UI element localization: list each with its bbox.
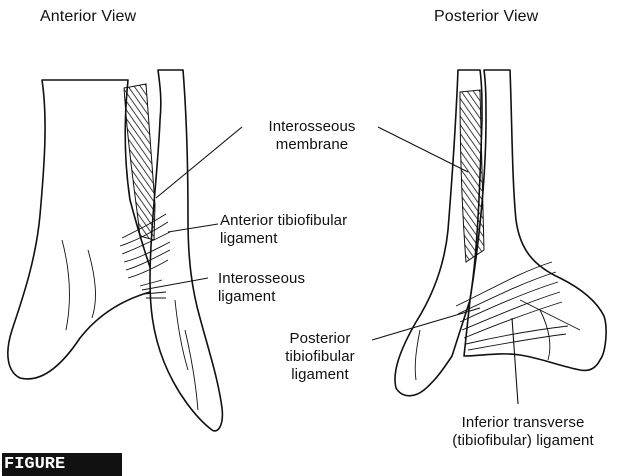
label-anterior-tibiofibular-ligament-line-1: Anterior tibiofibular <box>220 212 347 230</box>
label-anterior-tibiofibular-ligament: Anterior tibiofibular ligament <box>220 212 347 248</box>
label-anterior-tibiofibular-ligament-line-2: ligament <box>220 230 347 248</box>
label-interosseous-membrane-line-1: Interosseous <box>242 118 382 136</box>
label-interosseous-membrane-line-2: membrane <box>242 136 382 154</box>
posterior-tibia <box>464 70 606 371</box>
label-inferior-transverse-ligament-line-2: (tibiofibular) ligament <box>428 432 618 450</box>
label-posterior-tibiofibular-ligament: Posterior tibiofibular ligament <box>260 330 380 384</box>
label-posterior-tibiofibular-ligament-line-3: ligament <box>260 366 380 384</box>
label-inferior-transverse-ligament: Inferior transverse (tibiofibular) ligam… <box>428 414 618 450</box>
figure-caption-banner: FIGURE <box>2 453 122 476</box>
posterior-view-title: Posterior View <box>434 8 538 26</box>
label-posterior-tibiofibular-ligament-line-1: Posterior <box>260 330 380 348</box>
anterior-view-title: Anterior View <box>40 8 136 26</box>
posterior-view-drawing <box>395 70 606 396</box>
label-interosseous-ligament: Interosseous ligament <box>218 270 305 306</box>
label-inferior-transverse-ligament-line-1: Inferior transverse <box>428 414 618 432</box>
label-posterior-tibiofibular-ligament-line-2: tibiofibular <box>260 348 380 366</box>
anterior-view-drawing <box>8 70 223 431</box>
anterior-fibula <box>150 70 222 431</box>
label-interosseous-ligament-line-1: Interosseous <box>218 270 305 288</box>
label-interosseous-ligament-line-2: ligament <box>218 288 305 306</box>
label-interosseous-membrane: Interosseous membrane <box>242 118 382 154</box>
